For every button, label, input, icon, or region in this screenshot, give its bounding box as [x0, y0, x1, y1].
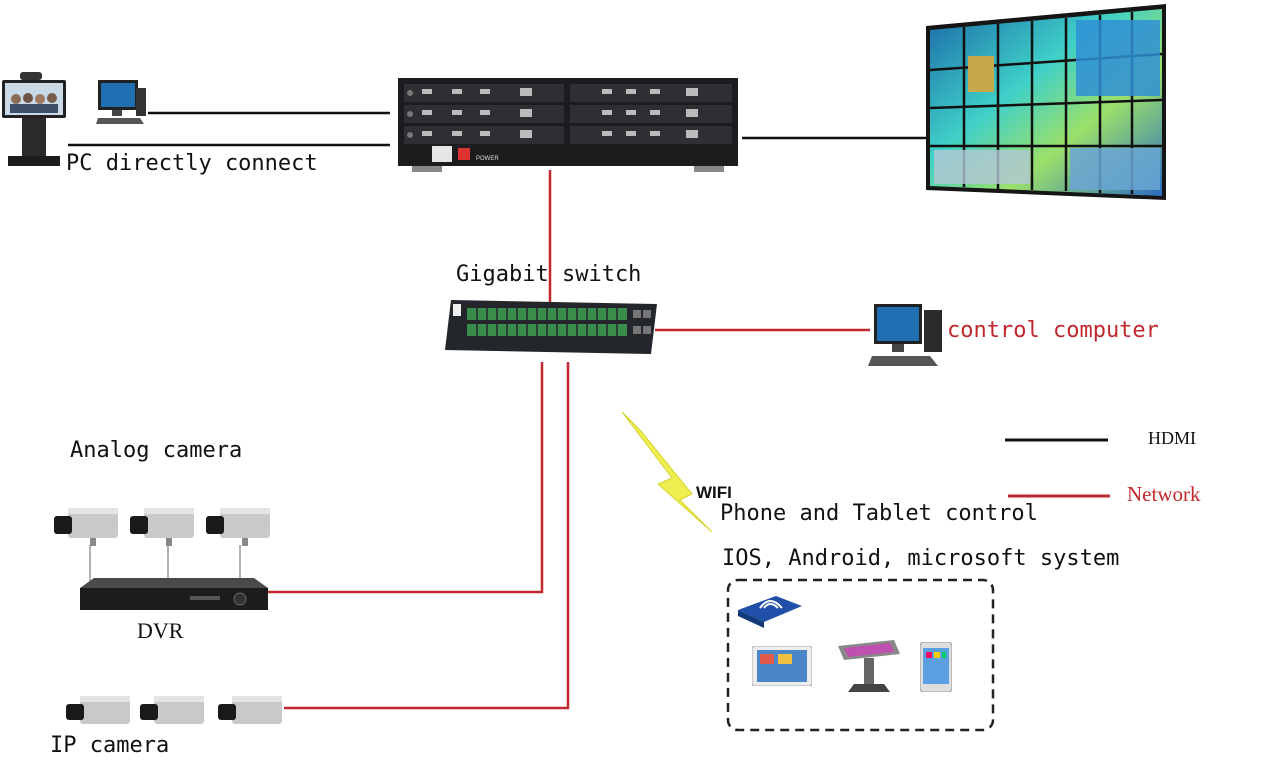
legend-hdmi-label: HDMI [1148, 428, 1196, 448]
os-support-label: IOS, Android, microsoft system [722, 546, 1120, 571]
analog-camera-1 [54, 506, 122, 548]
wifi-label: WIFI [696, 483, 732, 502]
wifi-bolt-icon [621, 411, 713, 533]
dvr-recorder [80, 578, 268, 612]
video-wall [924, 4, 1168, 200]
ip-camera-2 [140, 694, 206, 734]
analog-camera-2 [130, 506, 198, 548]
matrix-processor: POWER [398, 78, 738, 172]
dvr-label: DVR [137, 618, 184, 643]
control-computer-icon [868, 304, 948, 368]
pc-connect-label: PC directly connect [66, 151, 318, 176]
wireless-router-icon [738, 588, 802, 628]
legend-network-label: Network [1127, 482, 1201, 506]
ip-camera-label: IP camera [50, 733, 170, 758]
tablet-icon [751, 645, 813, 687]
control-computer-label: control computer [947, 318, 1159, 343]
gigabit-switch-label: Gigabit switch [456, 262, 642, 287]
phone-tablet-label: Phone and Tablet control [720, 501, 1038, 526]
power-label: POWER [476, 156, 499, 162]
network-line-dvr [266, 362, 544, 594]
desktop-pc-icon [96, 80, 148, 124]
kiosk-terminal-icon [834, 638, 902, 694]
ip-camera-3 [218, 694, 284, 734]
video-conference-terminal [0, 72, 68, 168]
analog-camera-label: Analog camera [70, 438, 243, 463]
smartphone-icon [919, 641, 953, 693]
gigabit-switch [445, 300, 657, 356]
network-line-ipcam [284, 362, 570, 710]
mobile-devices-box [726, 578, 995, 732]
ip-camera-1 [66, 694, 132, 734]
analog-camera-3 [206, 506, 274, 548]
